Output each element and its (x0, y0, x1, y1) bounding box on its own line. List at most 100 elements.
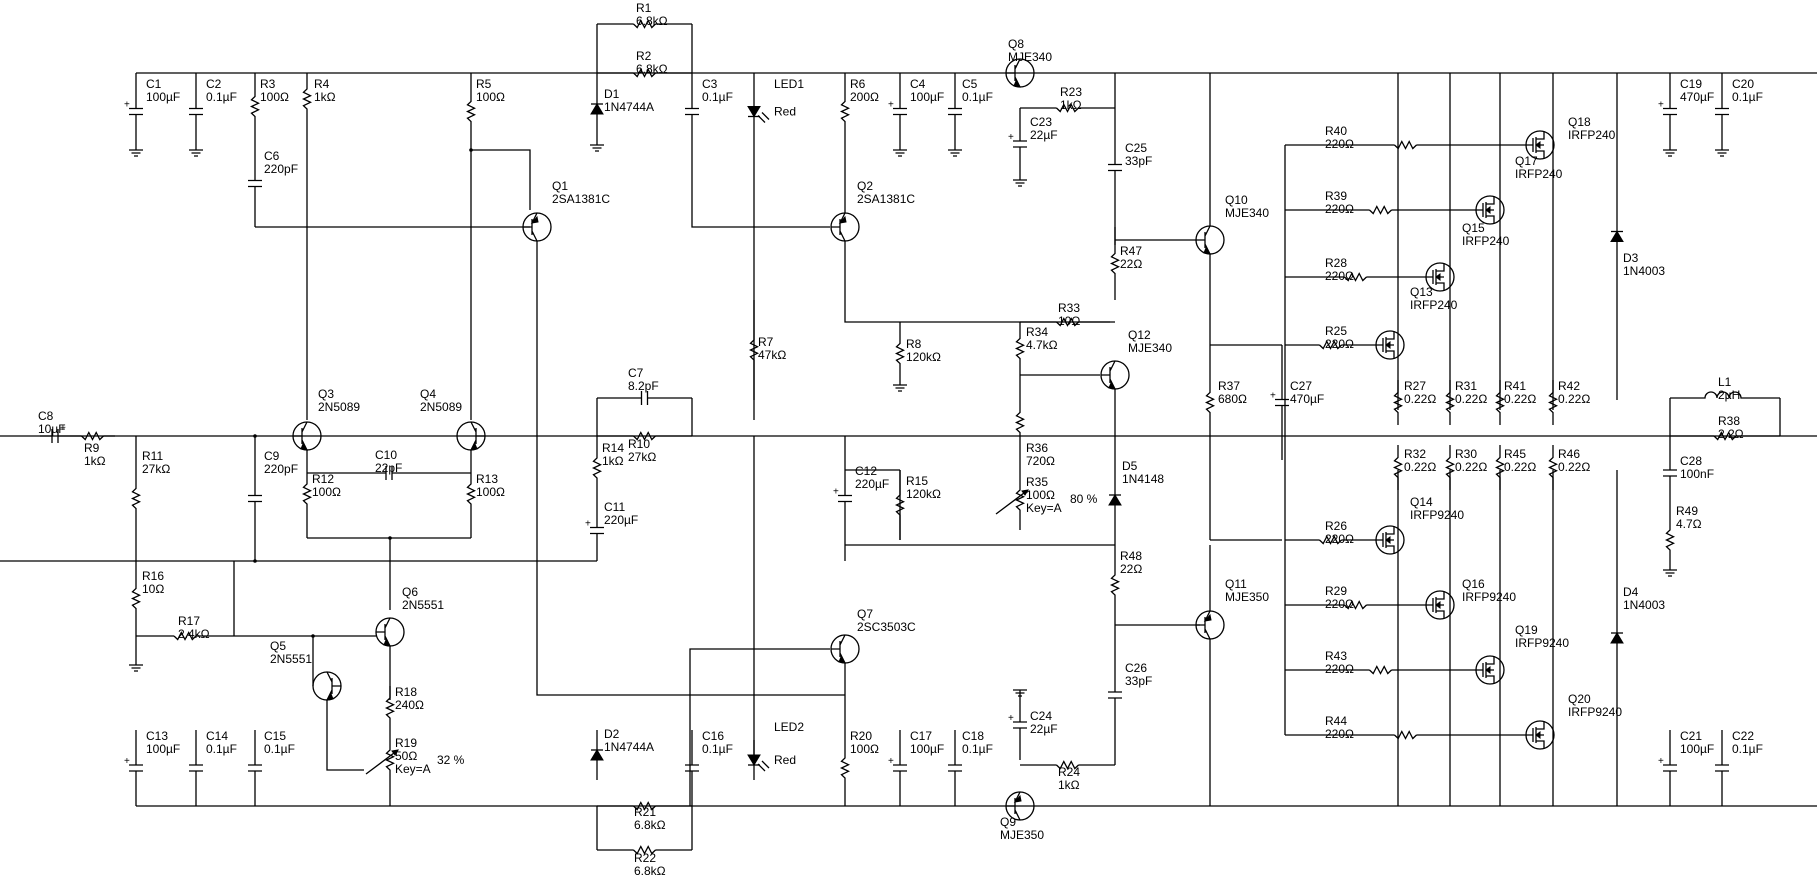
component-value: 0.22Ω (1558, 392, 1590, 406)
component-ref: LED1 (774, 77, 804, 91)
junction-dot (469, 148, 473, 152)
component-ref: R11 (142, 449, 163, 463)
component-value: 1kΩ (84, 454, 106, 468)
component-value: IRFP9240 (1515, 636, 1569, 650)
wire (691, 150, 830, 228)
component-ref: R41 (1504, 379, 1526, 393)
component-value: 4.7Ω (1676, 517, 1702, 531)
component-value: 220Ω (1325, 532, 1354, 546)
polarity-plus: + (833, 487, 839, 498)
junction-dot (253, 559, 257, 563)
component-ref: D4 (1623, 585, 1639, 599)
ground-symbol (590, 144, 604, 152)
component-value: 1kΩ (602, 454, 624, 468)
component-ref: C27 (1290, 379, 1312, 393)
component-value: 0.22Ω (1455, 392, 1487, 406)
component-ref: R37 (1218, 379, 1240, 393)
component-ref: R20 (850, 729, 872, 743)
polarity-plus: + (60, 423, 66, 434)
component-ref: R40 (1325, 124, 1347, 138)
component-ref: R29 (1325, 584, 1347, 598)
component-value: 220Ω (1325, 137, 1354, 151)
component-ref: C15 (264, 729, 286, 743)
component-ref: R22 (634, 851, 656, 865)
component-ref: R8 (906, 337, 922, 351)
component-ref: C18 (962, 729, 984, 743)
component-value: 0.1µF (702, 90, 733, 104)
component-ref: R38 (1718, 414, 1740, 428)
component-ref: R17 (178, 614, 200, 628)
component-value: IRFP9240 (1410, 508, 1464, 522)
component-ref: C16 (702, 729, 724, 743)
component-value: 0.1µF (1732, 90, 1763, 104)
component-value: IRFP240 (1515, 167, 1563, 181)
component-value: 220Ω (1325, 202, 1354, 216)
component-value: 1N4003 (1623, 264, 1665, 278)
component-ref: R27 (1404, 379, 1426, 393)
component-value: 1N4744A (604, 100, 654, 114)
component-value: 2SC3503C (857, 620, 916, 634)
component-value: 220pF (264, 462, 298, 476)
component-value: 100µF (910, 742, 944, 756)
pot-percentage: 32 % (437, 753, 465, 767)
component-value: 220Ω (1325, 727, 1354, 741)
component-ref: Q2 (857, 179, 873, 193)
component-value: 100nF (1680, 467, 1714, 481)
component-value: 2N5551 (270, 652, 312, 666)
component-value: 0.22Ω (1455, 460, 1487, 474)
component-value: 2.4kΩ (178, 627, 210, 641)
pot-percentage: 80 % (1070, 492, 1098, 506)
component-ref: R36 (1026, 441, 1048, 455)
component-ref: R33 (1058, 301, 1080, 315)
component-value: 220Ω (1325, 597, 1354, 611)
component-value: 6.8kΩ (634, 864, 666, 878)
component-value: MJE350 (1225, 590, 1269, 604)
component-ref: C1 (146, 77, 162, 91)
component-value: 100Ω (260, 90, 289, 104)
wire (326, 700, 364, 771)
component-value: 100Ω (1026, 488, 1055, 502)
ground-symbol (189, 149, 203, 157)
component-ref: C26 (1125, 661, 1147, 675)
component-value: 1kΩ (1058, 778, 1080, 792)
ground-symbol (1663, 569, 1677, 577)
component-ref: D2 (604, 727, 620, 741)
component-value: 220Ω (1325, 337, 1354, 351)
component-ref: R7 (758, 335, 774, 349)
component-ref: R3 (260, 77, 276, 91)
component-value: IRFP240 (1462, 234, 1510, 248)
component-ref: R9 (84, 441, 100, 455)
component-ref: L1 (1718, 375, 1732, 389)
component-ref: C11 (604, 500, 625, 514)
